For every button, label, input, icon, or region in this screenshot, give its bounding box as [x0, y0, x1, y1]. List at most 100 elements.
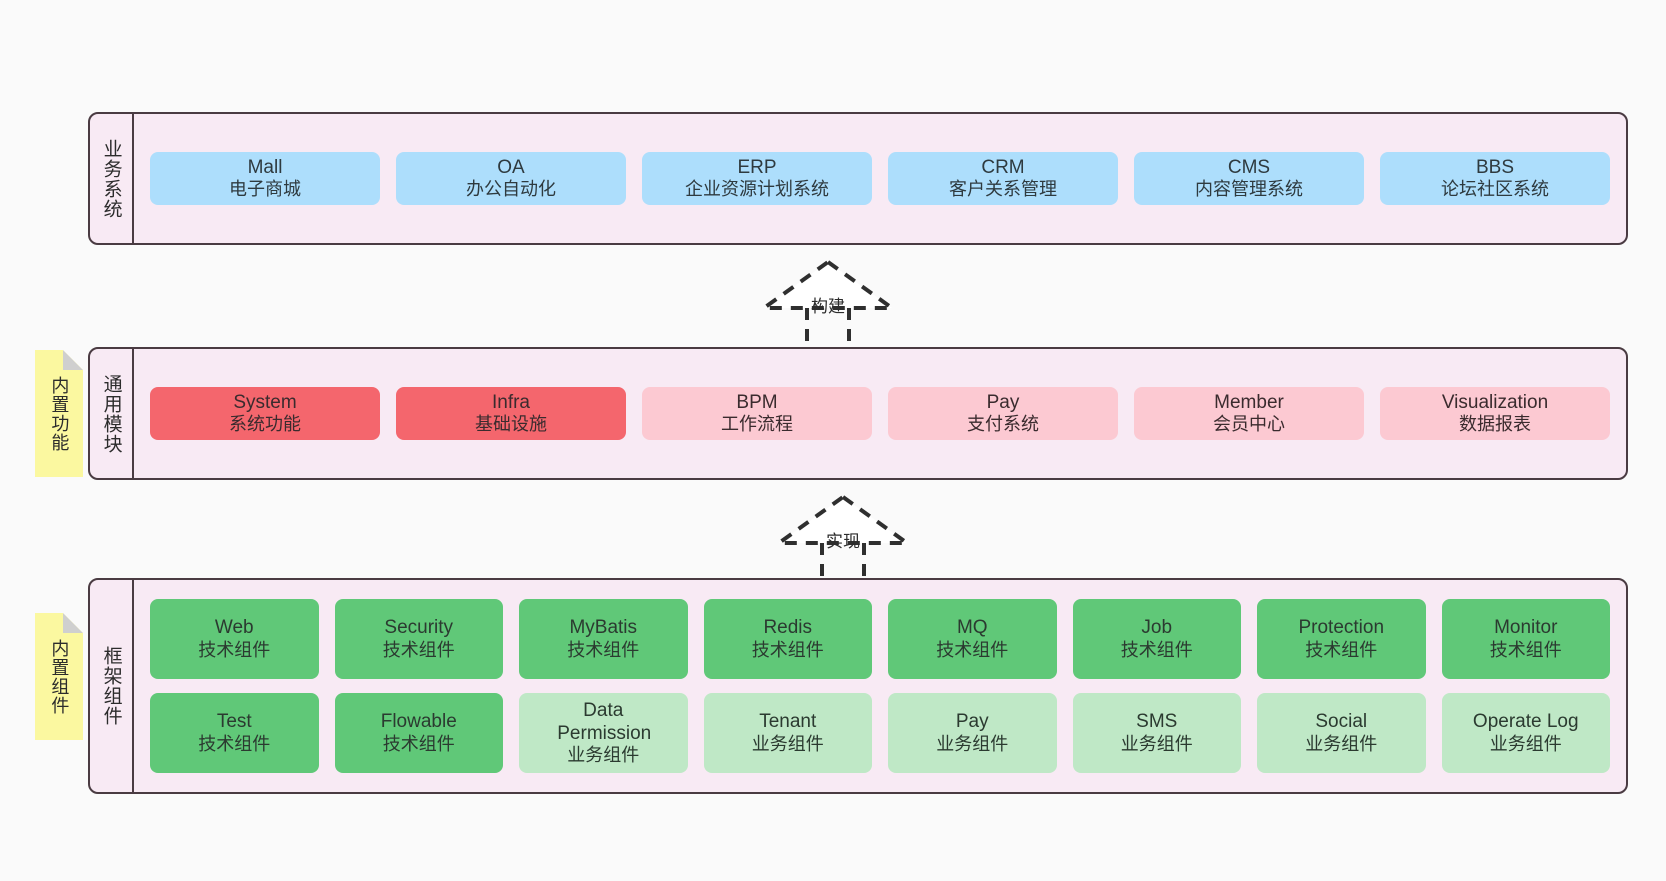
module-box-bpm[interactable]: BPM 工作流程 — [642, 386, 872, 441]
note-fold-icon — [63, 350, 83, 370]
connector-implement: 实现 — [772, 493, 914, 583]
module-desc: 业务组件 — [751, 733, 824, 754]
module-desc: 电子商城 — [229, 179, 301, 200]
connector-label-implement: 实现 — [826, 532, 860, 551]
module-desc: 系统功能 — [229, 414, 301, 435]
module-desc: 业务组件 — [1305, 733, 1378, 754]
module-name: Monitor — [1494, 617, 1558, 639]
module-desc: 内容管理系统 — [1195, 179, 1303, 200]
module-name: Redis — [763, 617, 813, 639]
module-desc: 技术组件 — [1120, 639, 1193, 660]
module-box-cms[interactable]: CMS 内容管理系统 — [1134, 151, 1364, 206]
module-desc: 会员中心 — [1213, 414, 1285, 435]
layer-business-system: 业务系统 Mall 电子商城 OA 办公自动化 ERP 企业资源计划系统 CRM… — [88, 112, 1628, 245]
module-box-member[interactable]: Member 会员中心 — [1134, 386, 1364, 441]
module-desc: 技术组件 — [382, 639, 455, 660]
module-desc: 技术组件 — [1489, 639, 1562, 660]
module-box-job[interactable]: Job 技术组件 — [1072, 599, 1241, 679]
module-name: Visualization — [1441, 391, 1549, 413]
module-name: System — [233, 391, 297, 413]
module-desc: 业务组件 — [1120, 733, 1193, 754]
module-box-data-permission[interactable]: Data Permission 业务组件 — [519, 693, 688, 773]
module-name: MQ — [956, 617, 988, 639]
module-desc: 技术组件 — [751, 639, 824, 660]
module-name: Infra — [491, 391, 531, 413]
module-desc: 数据报表 — [1459, 414, 1531, 435]
module-desc: 办公自动化 — [466, 179, 556, 200]
module-desc: 技术组件 — [382, 733, 455, 754]
module-box-erp[interactable]: ERP 企业资源计划系统 — [642, 151, 872, 206]
module-name: Social — [1315, 711, 1368, 733]
module-box-oa[interactable]: OA 办公自动化 — [396, 151, 626, 206]
module-name: Test — [216, 711, 252, 733]
module-desc: 工作流程 — [721, 414, 793, 435]
layer-body-framework-components: Web 技术组件 Security 技术组件 MyBatis 技术组件 Redi… — [134, 580, 1626, 792]
module-box-test[interactable]: Test 技术组件 — [150, 693, 319, 773]
module-desc: 技术组件 — [1305, 639, 1378, 660]
module-box-visualization[interactable]: Visualization 数据报表 — [1380, 386, 1610, 441]
layer-framework-components: 框架组件 Web 技术组件 Security 技术组件 MyBatis 技术组件… — [88, 578, 1628, 794]
module-box-bbs[interactable]: BBS 论坛社区系统 — [1380, 151, 1610, 206]
layer-label-business-system: 业务系统 — [90, 114, 134, 243]
module-name: Operate Log — [1472, 711, 1579, 733]
module-desc: 技术组件 — [936, 639, 1009, 660]
module-name: MyBatis — [569, 617, 638, 639]
module-name: Member — [1214, 391, 1284, 413]
module-box-redis[interactable]: Redis 技术组件 — [703, 599, 872, 679]
module-desc: 业务组件 — [1489, 733, 1562, 754]
module-box-pay[interactable]: Pay 支付系统 — [888, 386, 1118, 441]
module-name: BBS — [1475, 156, 1515, 178]
layer-label-common-modules: 通用模块 — [90, 349, 134, 478]
module-box-flowable[interactable]: Flowable 技术组件 — [334, 693, 503, 773]
module-box-system[interactable]: System 系统功能 — [150, 386, 380, 441]
module-box-crm[interactable]: CRM 客户关系管理 — [888, 151, 1118, 206]
module-desc: 业务组件 — [567, 745, 640, 766]
module-name: OA — [497, 156, 525, 178]
module-name: Mall — [247, 156, 283, 178]
module-desc: 论坛社区系统 — [1441, 179, 1549, 200]
note-label: 内置功能 — [49, 375, 70, 452]
module-box-tenant[interactable]: Tenant 业务组件 — [703, 693, 872, 773]
module-row: Mall 电子商城 OA 办公自动化 ERP 企业资源计划系统 CRM 客户关系… — [150, 151, 1610, 206]
module-name: Protection — [1298, 617, 1385, 639]
module-row: System 系统功能 Infra 基础设施 BPM 工作流程 Pay 支付系统… — [150, 386, 1610, 441]
module-box-mall[interactable]: Mall 电子商城 — [150, 151, 380, 206]
module-name: ERP — [737, 156, 777, 178]
module-name: Security — [384, 617, 454, 639]
module-box-monitor[interactable]: Monitor 技术组件 — [1441, 599, 1610, 679]
module-row: Test 技术组件 Flowable 技术组件 Data Permission … — [150, 693, 1610, 773]
module-box-sms[interactable]: SMS 业务组件 — [1072, 693, 1241, 773]
module-box-social[interactable]: Social 业务组件 — [1257, 693, 1426, 773]
module-box-mybatis[interactable]: MyBatis 技术组件 — [519, 599, 688, 679]
module-box-protection[interactable]: Protection 技术组件 — [1257, 599, 1426, 679]
module-name: Data Permission — [557, 699, 652, 745]
module-desc: 技术组件 — [198, 639, 271, 660]
note-label: 内置组件 — [49, 638, 70, 715]
connector-label-build: 构建 — [811, 297, 845, 316]
module-name: Pay — [986, 391, 1020, 413]
module-name: CRM — [981, 156, 1025, 178]
layer-body-common-modules: System 系统功能 Infra 基础设施 BPM 工作流程 Pay 支付系统… — [134, 349, 1626, 478]
module-name: Tenant — [759, 711, 817, 733]
module-box-infra[interactable]: Infra 基础设施 — [396, 386, 626, 441]
module-name: Pay — [955, 711, 989, 733]
module-name: Web — [214, 617, 254, 639]
note-builtin-features: 内置功能 — [35, 350, 83, 477]
module-box-web[interactable]: Web 技术组件 — [150, 599, 319, 679]
module-box-mq[interactable]: MQ 技术组件 — [888, 599, 1057, 679]
note-fold-icon — [63, 613, 83, 633]
module-name: CMS — [1227, 156, 1271, 178]
module-desc: 技术组件 — [567, 639, 640, 660]
module-name: Flowable — [380, 711, 457, 733]
module-desc: 支付系统 — [967, 414, 1039, 435]
module-box-security[interactable]: Security 技术组件 — [334, 599, 503, 679]
module-box-pay-component[interactable]: Pay 业务组件 — [888, 693, 1057, 773]
module-desc: 业务组件 — [936, 733, 1009, 754]
module-name: Job — [1141, 617, 1173, 639]
module-desc: 客户关系管理 — [949, 179, 1057, 200]
layer-body-business-system: Mall 电子商城 OA 办公自动化 ERP 企业资源计划系统 CRM 客户关系… — [134, 114, 1626, 243]
note-builtin-components: 内置组件 — [35, 613, 83, 740]
connector-build: 构建 — [757, 258, 899, 348]
module-box-operate-log[interactable]: Operate Log 业务组件 — [1441, 693, 1610, 773]
